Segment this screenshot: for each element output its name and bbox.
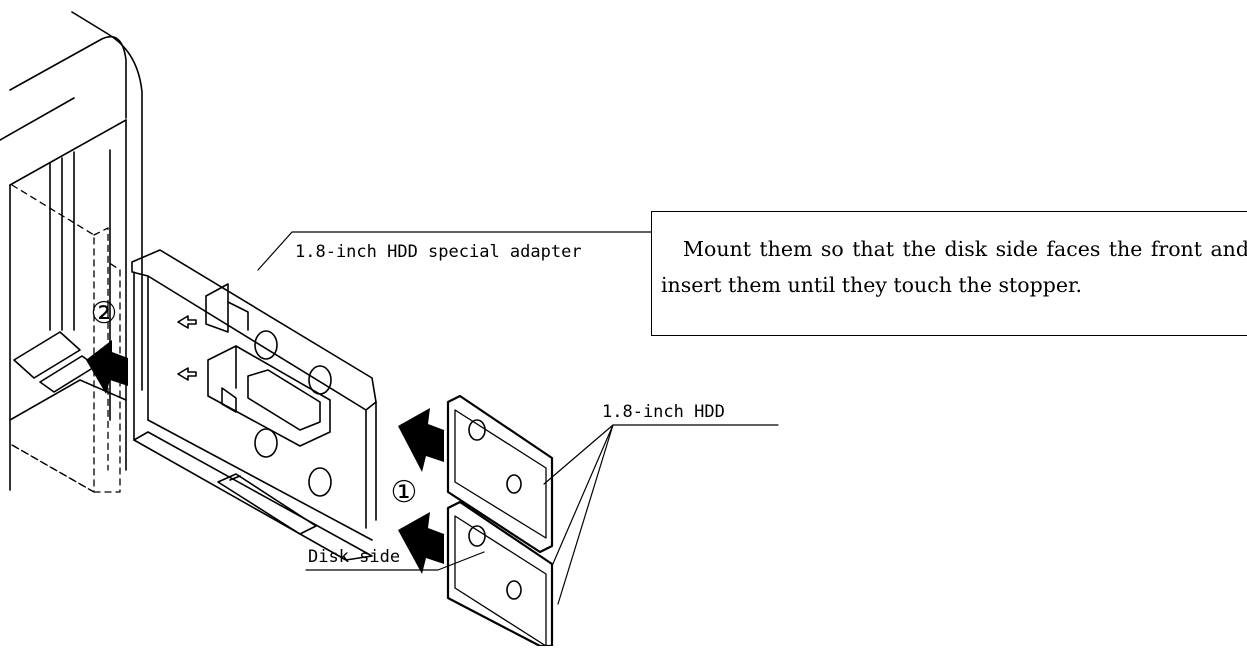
- insert-arrow-icon: [398, 408, 444, 472]
- step-markers: ① ②: [91, 296, 418, 510]
- hdd-leader-line-2: [551, 424, 614, 567]
- hdd-leader-line-3: [557, 424, 614, 605]
- step-1-marker: ①: [391, 475, 418, 510]
- adapter-label: 1.8-inch HDD special adapter: [295, 242, 582, 262]
- hdd-label: 1.8-inch HDD: [602, 402, 725, 422]
- step-2-marker: ②: [91, 296, 118, 331]
- adapter-leader-line: [257, 231, 652, 271]
- hdd-unit-bottom: [446, 500, 554, 648]
- hdd-adapter: [131, 249, 377, 561]
- hdd-leader-line: [543, 424, 779, 485]
- chassis-housing: [0, 11, 143, 493]
- hdd-unit-top: [446, 394, 554, 554]
- insert-arrow-icon: [86, 340, 128, 394]
- leader-lines: [257, 231, 779, 605]
- note-box: [651, 211, 1247, 336]
- insert-arrow-icon: [398, 512, 444, 574]
- disk-side-leader-line: [305, 551, 485, 571]
- disk-side-label: Disk side: [308, 547, 400, 567]
- note-text: Mount them so that the disk side faces t…: [661, 237, 1247, 297]
- insert-arrows: [86, 340, 444, 574]
